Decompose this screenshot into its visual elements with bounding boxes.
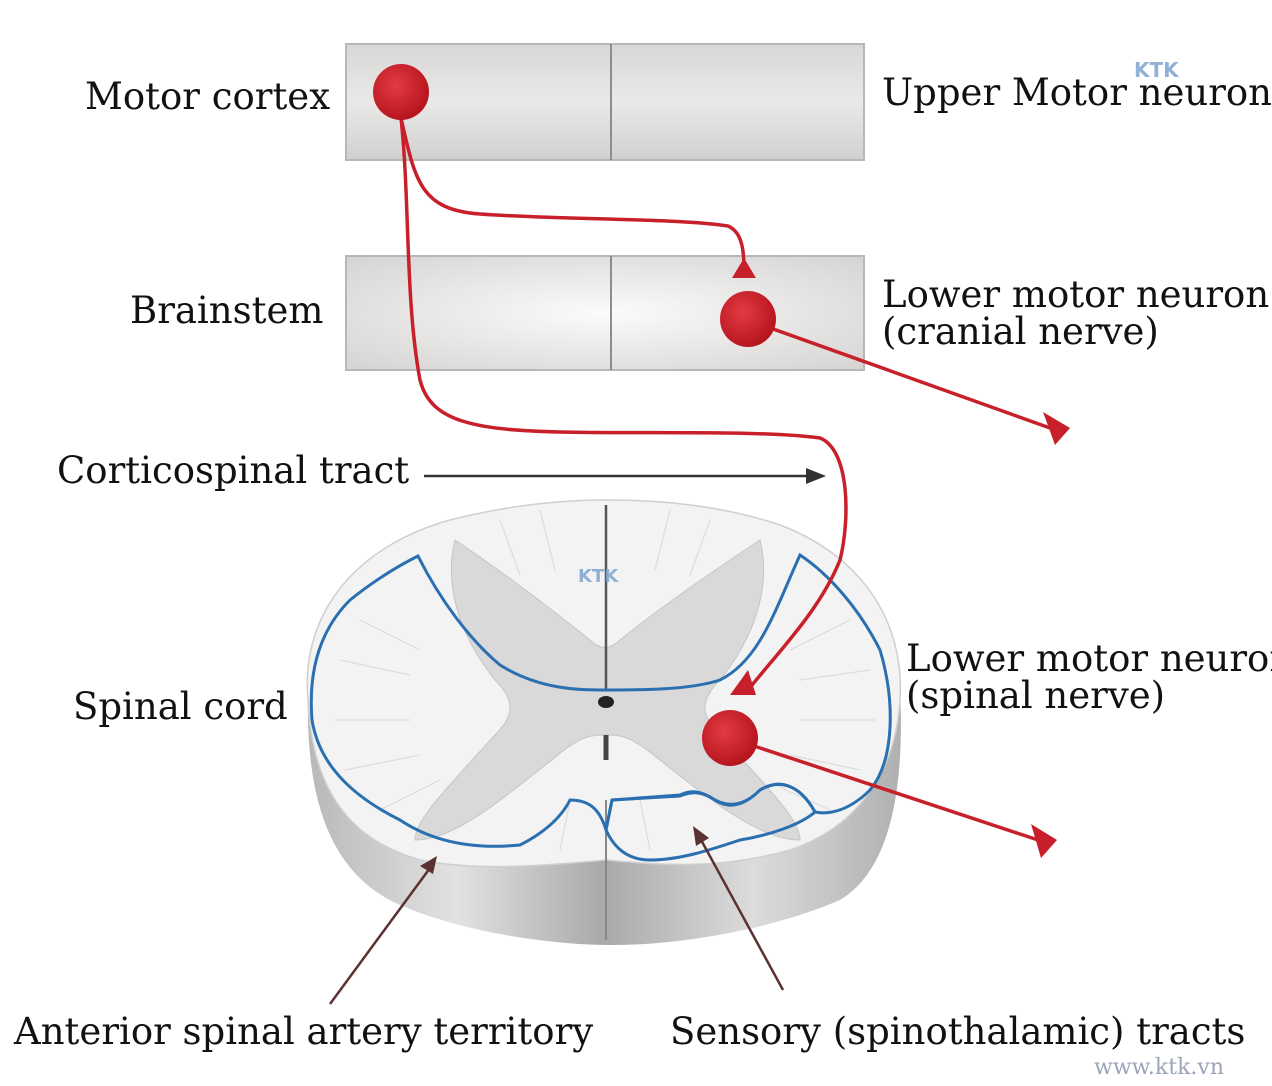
brainstem-synapse-arrowhead — [732, 258, 756, 278]
label-lower-motor-neuron-cranial: Lower motor neuron (cranial nerve) — [882, 276, 1269, 350]
label-corticospinal-tract: Corticospinal tract — [57, 449, 410, 492]
sensory-tract-outline — [604, 782, 817, 862]
upper-motor-neuron-body — [373, 64, 429, 120]
watermark-logo-center: KTK — [578, 566, 619, 587]
spinal-nerve-axon — [729, 736, 1039, 842]
label-sensory-tracts: Sensory (spinothalamic) tracts — [670, 1010, 1246, 1053]
label-brainstem: Brainstem — [130, 289, 324, 332]
spinal-synapse-arrowhead — [730, 670, 756, 695]
label-lower-motor-neuron-spinal: Lower motor neuron (spinal nerve) — [906, 640, 1272, 714]
spinal-nerve-arrowhead — [1031, 824, 1057, 858]
motor-cortex-box — [345, 43, 865, 161]
watermark-website: www.ktk.vn — [1094, 1055, 1224, 1080]
cranial-lower-motor-neuron-body — [720, 291, 776, 347]
cranial-nerve-arrowhead — [1043, 412, 1070, 445]
anterior-territory-pointer-arrow — [328, 856, 437, 1005]
label-lmn-spinal-line1: Lower motor neuron — [906, 637, 1272, 680]
label-lmn-cranial-line2: (cranial nerve) — [882, 310, 1159, 353]
label-spinal-cord: Spinal cord — [73, 685, 288, 728]
label-motor-cortex: Motor cortex — [85, 75, 331, 118]
spinal-cord-section — [306, 499, 902, 945]
label-upper-motor-neuron: Upper Motor neuron — [882, 71, 1272, 114]
label-anterior-spinal-artery-territory: Anterior spinal artery territory — [14, 1010, 594, 1053]
sensory-tract-pointer-arrow — [693, 826, 785, 991]
brainstem-box — [345, 255, 865, 371]
cortex-to-brainstem-axon — [399, 117, 746, 271]
label-lmn-cranial-line1: Lower motor neuron — [882, 273, 1270, 316]
corticospinal-axon — [399, 117, 848, 692]
corticospinal-pointer-arrow — [424, 468, 826, 484]
spinal-lower-motor-neuron-body — [702, 710, 758, 766]
cranial-nerve-axon — [747, 318, 1051, 430]
label-lmn-spinal-line2: (spinal nerve) — [906, 674, 1166, 717]
watermark-logo-top: KTK — [1134, 58, 1179, 82]
